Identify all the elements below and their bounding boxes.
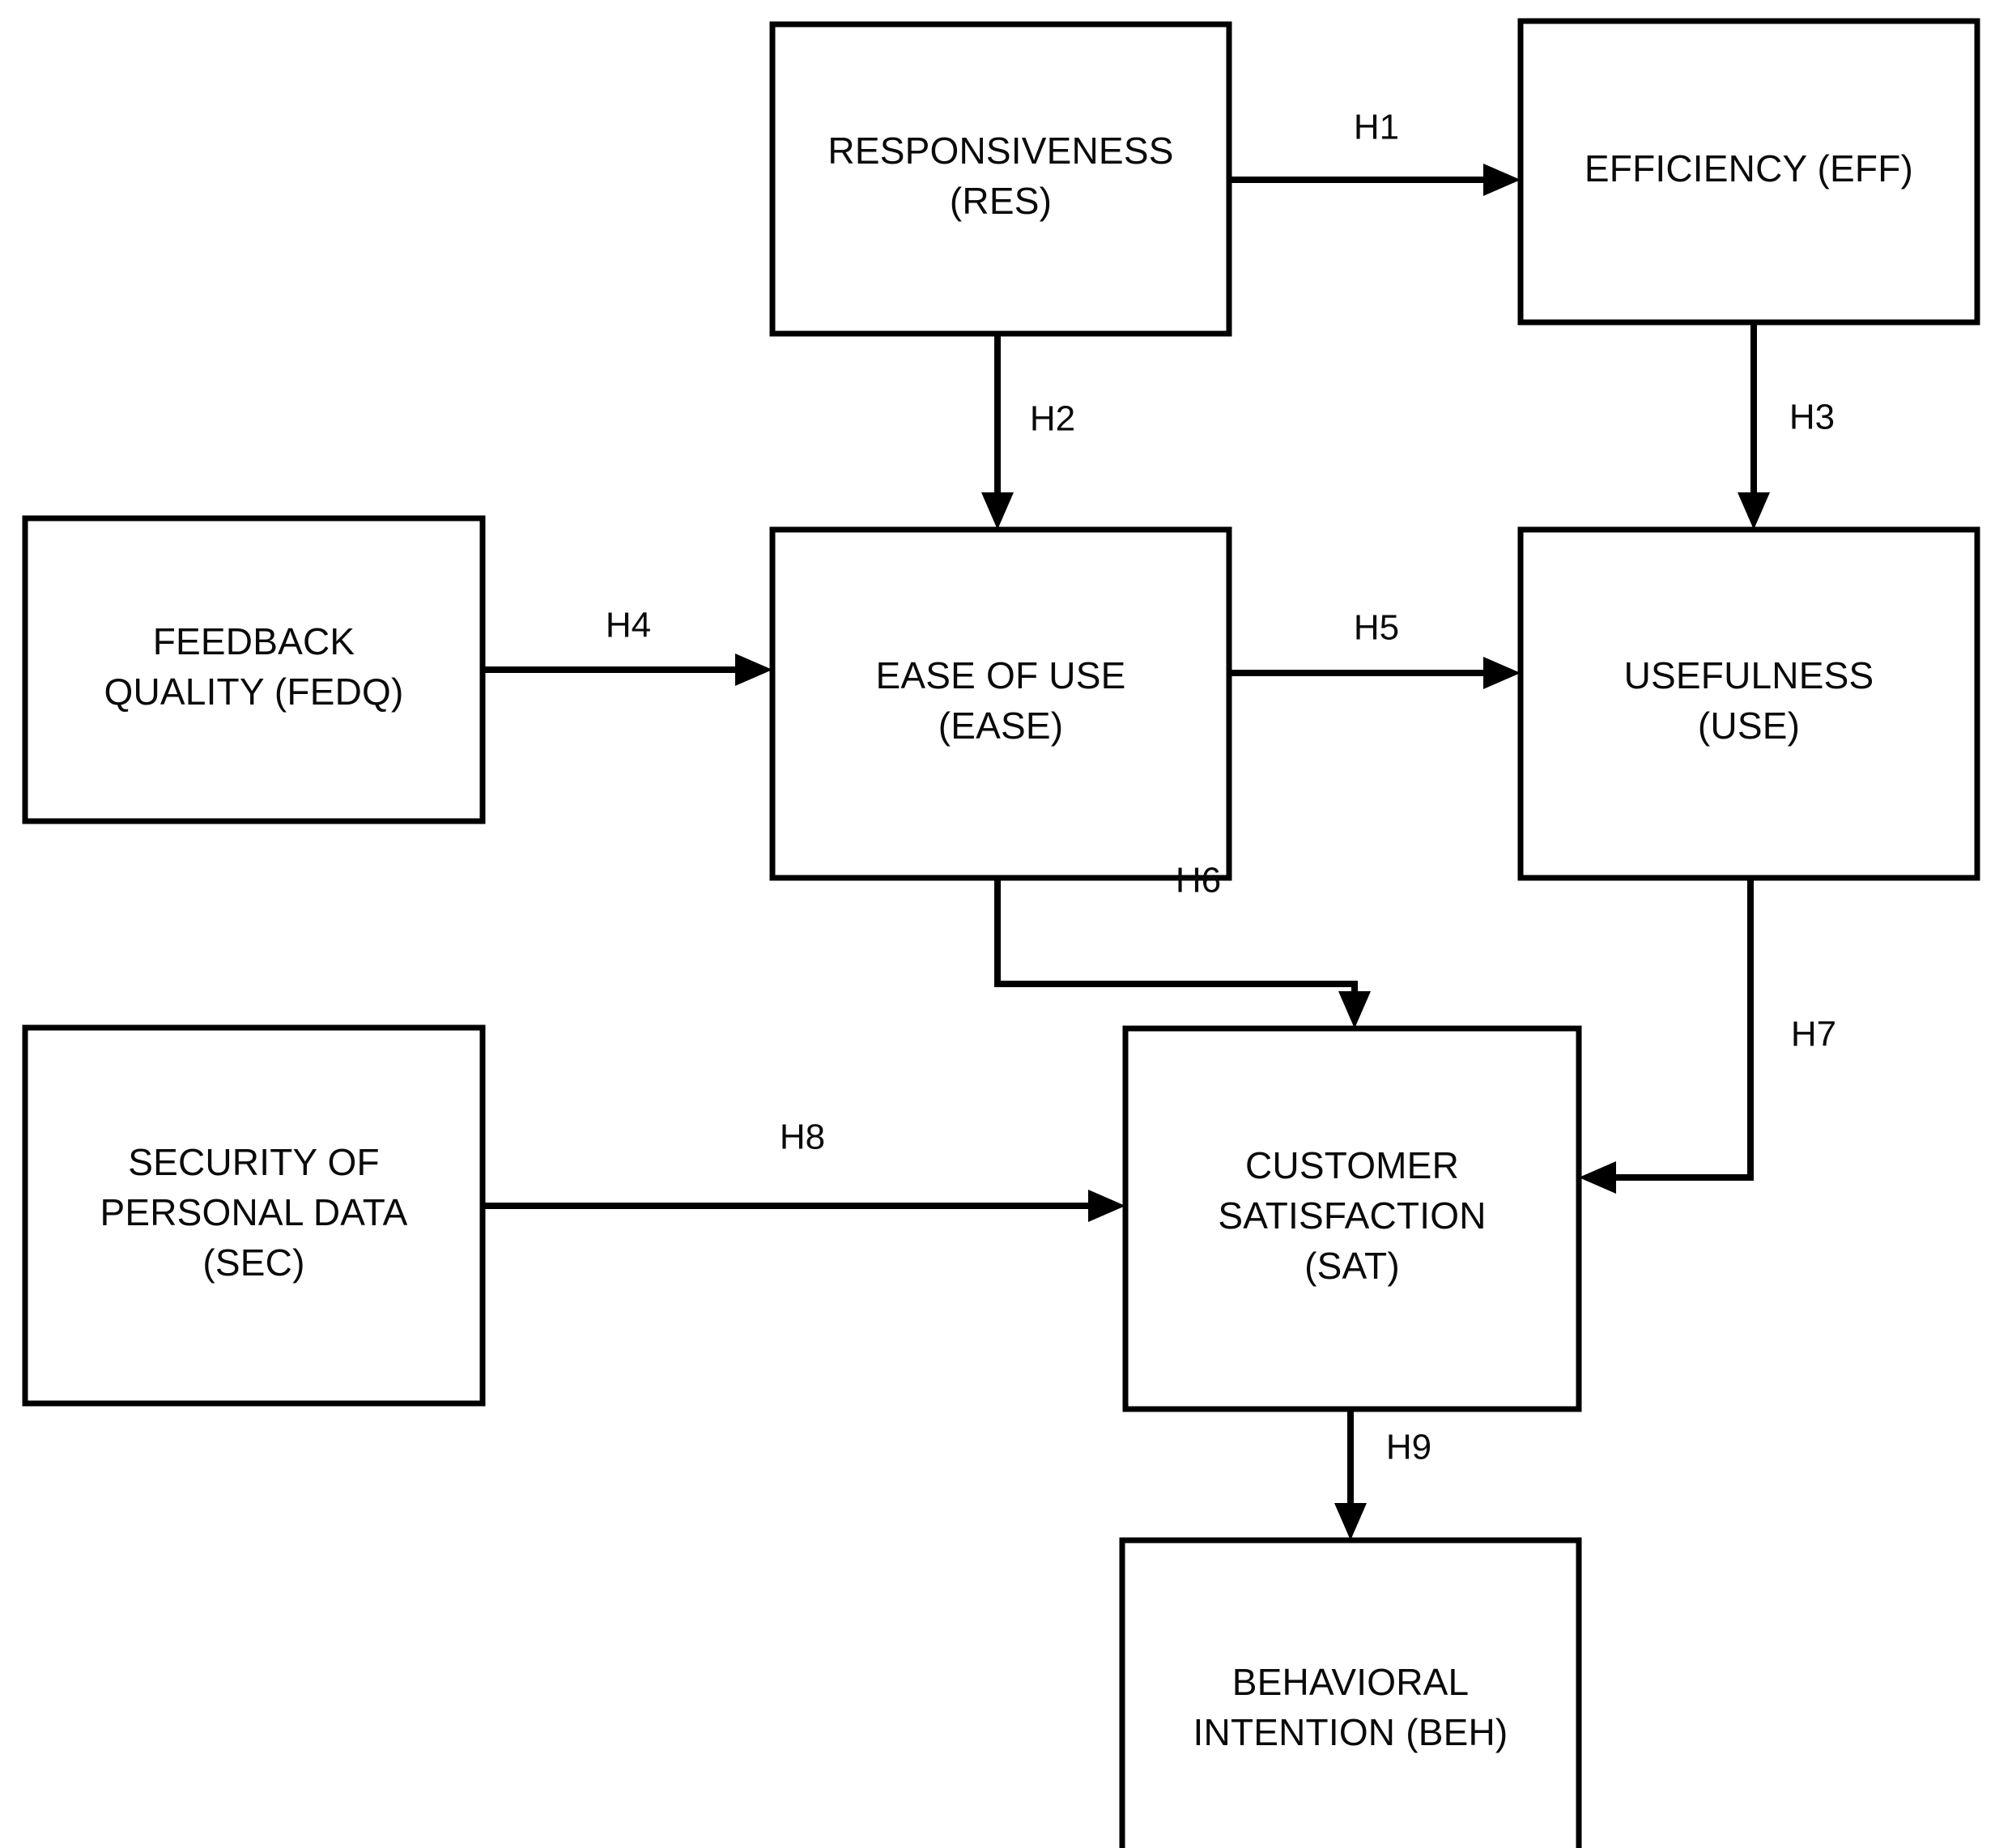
- node-label-usefulness: USEFULNESS: [1624, 654, 1874, 696]
- edge-label-h4: H4: [606, 606, 651, 645]
- node-box-behavioral-intention[interactable]: [1119, 1537, 1582, 1848]
- edge-res-to-eff-arrowhead: [1483, 164, 1521, 196]
- node-feedback-quality[interactable]: FEEDBACK QUALITY (FEDQ): [22, 515, 486, 824]
- node-box-usefulness[interactable]: [1517, 526, 1980, 881]
- node-box-ease-of-use[interactable]: [769, 526, 1232, 881]
- node-behavioral-intention[interactable]: BEHAVIORAL INTENTION (BEH): [1119, 1537, 1582, 1848]
- edge-use-to-sat-line: [1616, 878, 1754, 1181]
- node-box-responsiveness[interactable]: [769, 21, 1232, 337]
- edge-label-h9: H9: [1386, 1428, 1431, 1467]
- node-label-customer-satisfaction: SATISFACTION: [1218, 1194, 1486, 1237]
- edge-sat-to-beh-arrowhead: [1334, 1503, 1367, 1540]
- node-box-efficiency[interactable]: [1517, 18, 1980, 326]
- edge-eff-to-use-arrowhead: [1738, 492, 1770, 530]
- edge-fedq-to-ease-arrowhead: [735, 654, 772, 686]
- edge-ease-to-sat-arrowhead: [1338, 991, 1371, 1028]
- node-usefulness[interactable]: USEFULNESS (USE): [1517, 526, 1980, 881]
- node-label-behavioral-intention: BEHAVIORAL: [1232, 1661, 1470, 1703]
- edge-res-to-ease-arrowhead: [981, 492, 1014, 530]
- node-label-ease-of-use: (EASE): [938, 705, 1064, 747]
- node-label-customer-satisfaction: CUSTOMER: [1245, 1144, 1459, 1186]
- edge-label-h2: H2: [1030, 399, 1075, 439]
- node-label-security-of-personal-data: PERSONAL DATA: [100, 1191, 407, 1233]
- node-label-customer-satisfaction: (SAT): [1304, 1245, 1400, 1287]
- node-label-security-of-personal-data: SECURITY OF: [128, 1141, 380, 1183]
- node-responsiveness[interactable]: RESPONSIVENESS (RES): [769, 21, 1232, 337]
- edge-label-h3: H3: [1789, 398, 1835, 437]
- node-label-feedback-quality: QUALITY (FEDQ): [104, 671, 404, 713]
- node-customer-satisfaction[interactable]: CUSTOMER SATISFACTION (SAT): [1122, 1025, 1582, 1412]
- node-efficiency[interactable]: EFFICIENCY (EFF): [1517, 18, 1980, 326]
- edge-label-h1: H1: [1354, 108, 1399, 147]
- node-label-security-of-personal-data: (SEC): [202, 1241, 304, 1284]
- edge-sec-to-sat-arrowhead: [1088, 1190, 1125, 1222]
- node-label-responsiveness: (RES): [950, 180, 1052, 222]
- node-box-customer-satisfaction[interactable]: [1122, 1025, 1582, 1412]
- node-label-behavioral-intention: INTENTION (BEH): [1193, 1711, 1508, 1753]
- node-box-feedback-quality[interactable]: [22, 515, 486, 824]
- node-label-efficiency: EFFICIENCY (EFF): [1585, 147, 1913, 189]
- edge-label-h5: H5: [1354, 608, 1399, 648]
- edge-ease-to-use-arrowhead: [1483, 657, 1521, 689]
- edges-layer: [483, 164, 1770, 1540]
- node-security-of-personal-data[interactable]: SECURITY OF PERSONAL DATA (SEC): [22, 1024, 486, 1407]
- edge-ease-to-sat-line: [994, 878, 1358, 991]
- nodes-layer: RESPONSIVENESS (RES) EFFICIENCY (EFF) FEEDB…: [22, 18, 1980, 1848]
- edge-label-h6: H6: [1176, 861, 1221, 901]
- node-label-ease-of-use: EASE OF USE: [876, 654, 1126, 696]
- edge-label-h7: H7: [1791, 1015, 1836, 1054]
- node-label-responsiveness: RESPONSIVENESS: [827, 130, 1173, 172]
- node-label-usefulness: (USE): [1698, 705, 1800, 747]
- node-box-security-of-personal-data[interactable]: [22, 1024, 486, 1407]
- node-label-feedback-quality: FEEDBACK: [153, 620, 355, 662]
- node-ease-of-use[interactable]: EASE OF USE (EASE): [769, 526, 1232, 881]
- edge-use-to-sat-arrowhead: [1579, 1161, 1616, 1194]
- edge-label-h8: H8: [780, 1118, 825, 1157]
